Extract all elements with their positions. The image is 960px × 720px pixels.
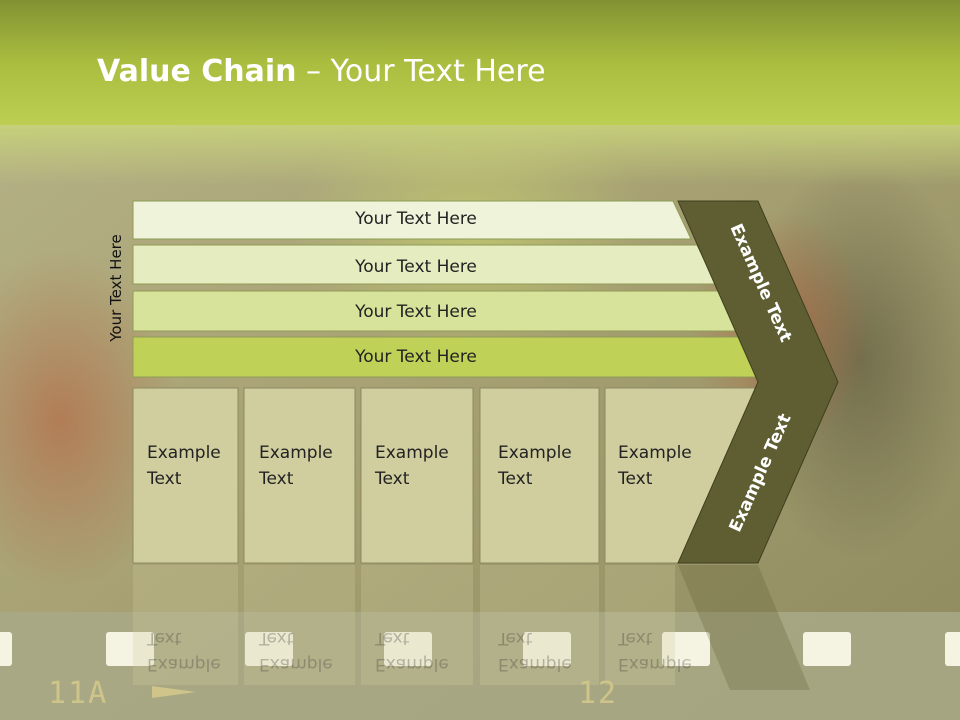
column-4: [479, 387, 600, 564]
filmstrip-left-number: 11A: [48, 676, 109, 711]
bar-4-label: Your Text Here: [355, 347, 477, 367]
slide-title: Value Chain – Your Text Here: [97, 54, 546, 89]
column-3: [360, 387, 474, 564]
reflection: [133, 565, 810, 690]
filmstrip-right-number: 12: [578, 676, 619, 711]
bar-2-label: Your Text Here: [355, 257, 477, 277]
column-1: [132, 387, 239, 564]
chevron: [677, 200, 839, 564]
bar-1-label: Your Text Here: [355, 209, 477, 229]
column-2: [243, 387, 356, 564]
bar-1: [132, 200, 692, 240]
bar-3-label: Your Text Here: [355, 302, 477, 322]
